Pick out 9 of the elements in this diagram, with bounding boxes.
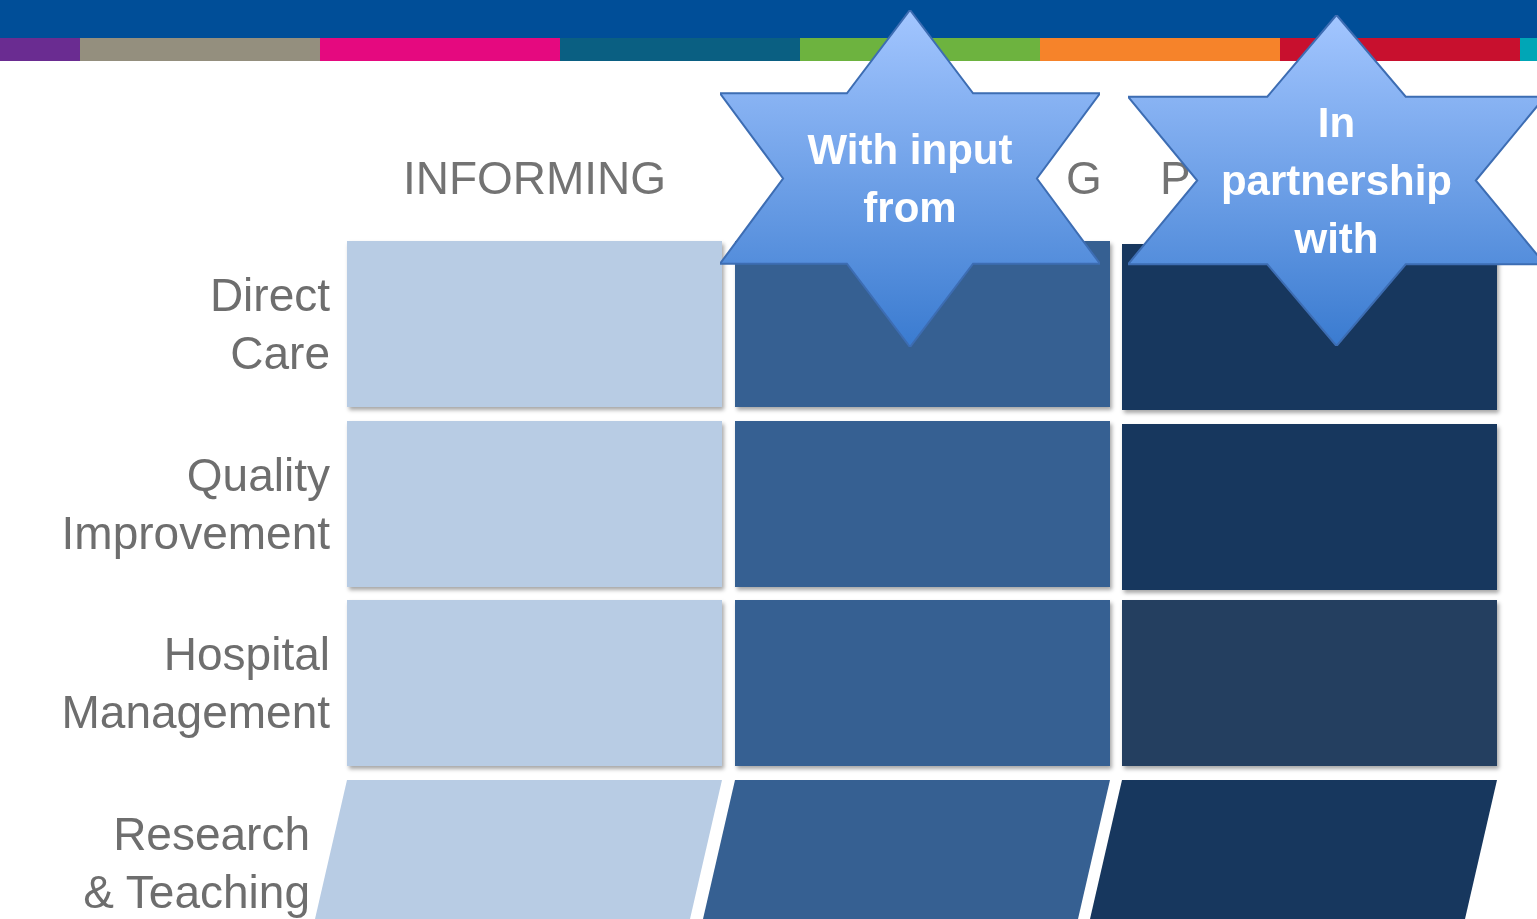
star-text: With input from: [806, 124, 1014, 233]
star-text: In partnership with: [1219, 97, 1453, 264]
row-label: Research & Teaching: [82, 807, 310, 919]
row-label: Quality Improvement: [60, 448, 330, 561]
column-header: INFORMING: [401, 151, 668, 206]
row-label: Direct Care: [208, 268, 330, 381]
row-label: Hospital Management: [60, 627, 330, 740]
column-header: G: [1066, 151, 1103, 206]
column-header: P: [1160, 151, 1192, 206]
